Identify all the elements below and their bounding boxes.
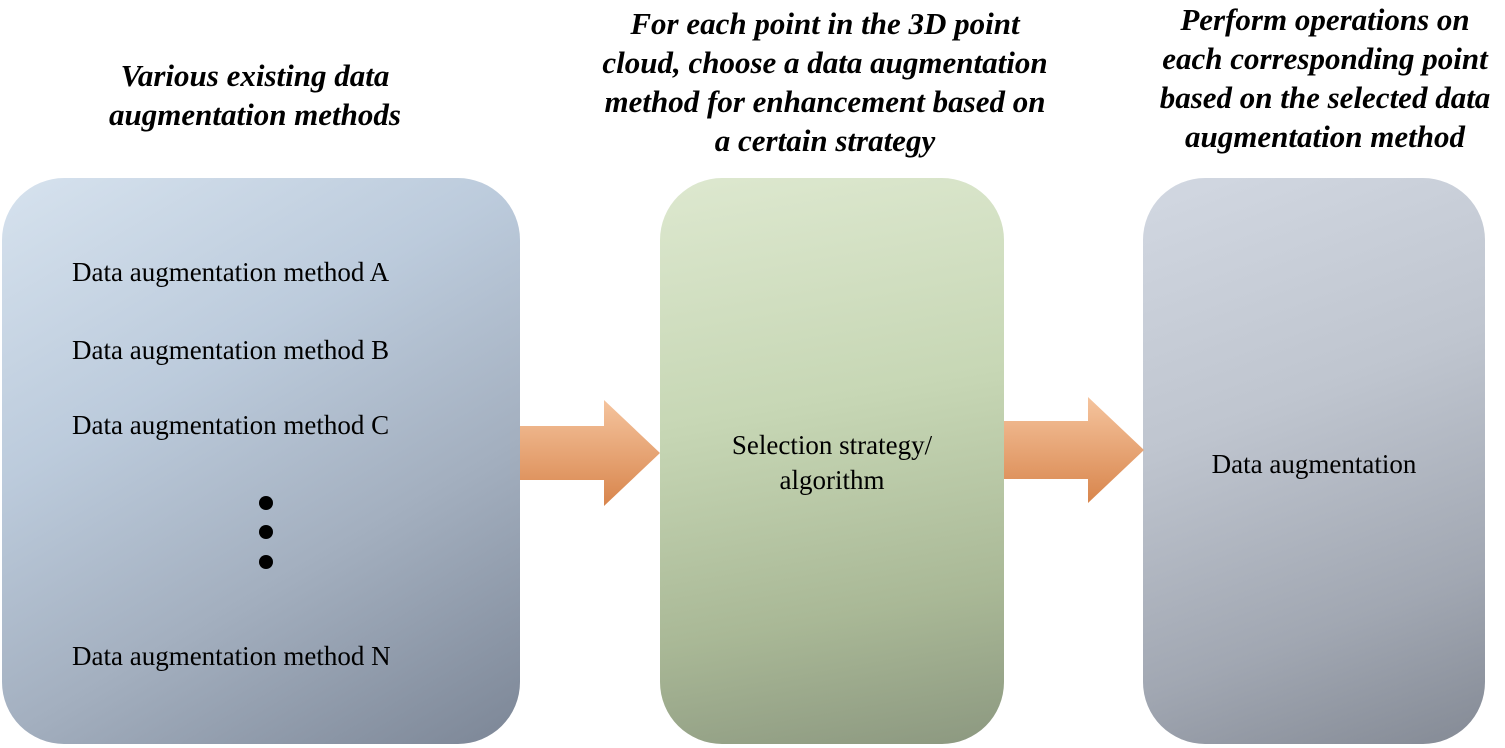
- right-arrow-icon: [520, 400, 660, 506]
- method-n-label: Data augmentation method N: [72, 641, 391, 671]
- caption-existing-methods: Various existing data augmentation metho…: [20, 56, 490, 134]
- data-augmentation-box: [1143, 178, 1485, 744]
- caption-perform-operations-line-4: augmentation method: [1185, 119, 1465, 154]
- ellipsis-dot-icon: [259, 496, 273, 510]
- method-c-label: Data augmentation method C: [72, 410, 390, 440]
- data-augmentation-label: Data augmentation: [1211, 449, 1417, 479]
- selection-strategy-line-2: algorithm: [779, 465, 885, 495]
- caption-choose-method-line-4: a certain strategy: [714, 123, 936, 158]
- method-a-label: Data augmentation method A: [72, 257, 390, 287]
- caption-choose-method: For each point in the 3D point cloud, ch…: [555, 4, 1095, 160]
- caption-choose-method-line-2: cloud, choose a data augmentation: [602, 45, 1048, 80]
- selection-strategy-label: Selection strategy/ algorithm: [660, 428, 1004, 498]
- selection-strategy-box: [660, 178, 1004, 744]
- caption-perform-operations: Perform operations on each corresponding…: [1140, 0, 1505, 156]
- selection-strategy-line-1: Selection strategy/: [731, 430, 933, 460]
- caption-perform-operations-line-3: based on the selected data: [1159, 80, 1491, 115]
- ellipsis-dot-icon: [259, 555, 273, 569]
- methods-box: [2, 178, 520, 744]
- method-b-label: Data augmentation method B: [72, 335, 390, 365]
- caption-choose-method-line-3: method for enhancement based on: [604, 84, 1046, 119]
- caption-existing-methods-line-2: augmentation methods: [109, 97, 401, 132]
- caption-perform-operations-line-2: each corresponding point: [1162, 41, 1488, 76]
- ellipsis-dot-icon: [259, 525, 273, 539]
- caption-perform-operations-line-1: Perform operations on: [1180, 2, 1470, 37]
- caption-choose-method-line-1: For each point in the 3D point: [630, 6, 1020, 41]
- right-arrow-icon: [1004, 397, 1144, 503]
- caption-existing-methods-line-1: Various existing data: [120, 58, 390, 93]
